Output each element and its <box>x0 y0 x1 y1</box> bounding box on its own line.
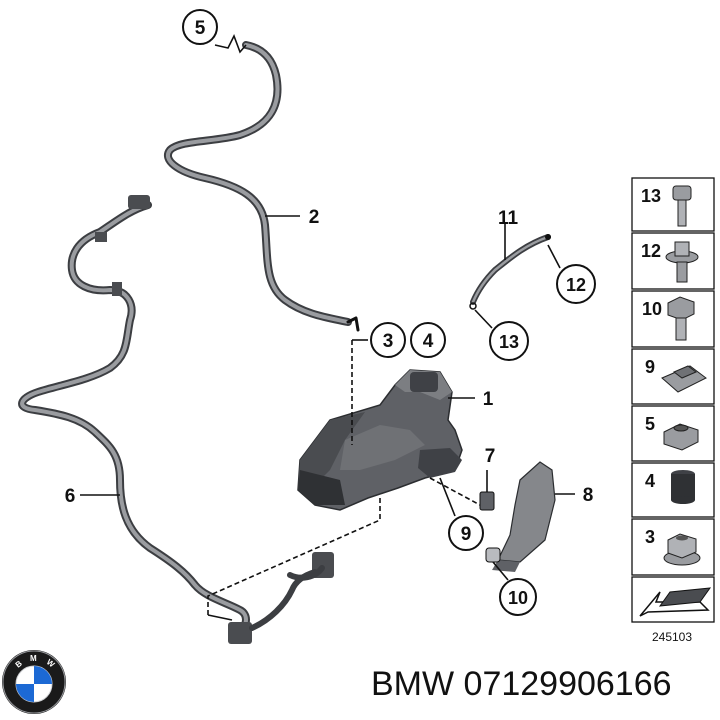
callout-4: 4 <box>410 322 446 358</box>
bolt-part-7 <box>479 491 495 511</box>
cap-icon <box>671 470 695 504</box>
callout-2-label: 2 <box>309 207 320 228</box>
parts-panel-row-4: 4 <box>631 462 715 518</box>
bolt-part-10 <box>485 547 501 563</box>
bmw-logo: B M W <box>2 650 66 714</box>
parts-panel-row-12: 12 <box>631 232 715 290</box>
parts-panel-row-3-label: 3 <box>645 527 655 547</box>
bmw-logo-letter-w: W <box>45 657 57 669</box>
callout-9: 9 <box>448 515 484 551</box>
parts-panel-row-12-label: 12 <box>641 241 661 261</box>
hose-part-2 <box>164 41 360 332</box>
callout-7-label: 7 <box>485 446 496 467</box>
parts-panel-row-5-label: 5 <box>645 414 655 434</box>
bmw-logo-letter-m: M <box>30 654 37 663</box>
callout-12-label: 12 <box>566 275 586 295</box>
parts-panel-row-3: 3 <box>631 518 715 576</box>
parts-panel-row-13: 13 <box>631 177 715 232</box>
main-unit-part-1 <box>297 369 463 511</box>
leader-lines <box>80 34 575 621</box>
clip-nut-icon <box>661 365 707 393</box>
callout-11-label: 11 <box>498 208 519 229</box>
hex-bolt-icon <box>667 296 695 341</box>
callout-6-label: 6 <box>65 486 76 507</box>
direction-arrow-icon <box>639 587 712 617</box>
callout-13: 13 <box>489 321 529 361</box>
part-number-text: BMW 07129906166 <box>371 665 672 703</box>
callout-1-label: 1 <box>483 389 494 410</box>
flange-nut-icon <box>663 533 701 566</box>
callout-10-label: 10 <box>508 588 528 608</box>
bracket-part-8 <box>492 461 556 572</box>
parts-panel-row-9: 9 <box>631 348 715 405</box>
parts-panel-row-10: 10 <box>631 290 715 348</box>
bmw-logo-letter-b: B <box>14 659 24 670</box>
parts-panel-row-4-label: 4 <box>645 471 655 491</box>
hex-nut-icon <box>663 423 699 451</box>
parts-panel: 13 12 10 9 <box>631 177 715 644</box>
flange-bolt-icon <box>665 241 699 283</box>
diagram-id: 245103 <box>652 630 692 644</box>
callout-3-label: 3 <box>383 331 394 352</box>
callout-12: 12 <box>556 264 596 304</box>
callout-9-label: 9 <box>461 524 472 545</box>
parts-panel-row-10-label: 10 <box>642 299 662 319</box>
hose-part-11 <box>469 234 551 310</box>
callout-4-label: 4 <box>423 331 434 352</box>
callout-5: 5 <box>182 9 218 45</box>
hose-part-6 <box>18 195 334 644</box>
callout-10: 10 <box>499 578 537 616</box>
parts-panel-arrow-row <box>631 576 715 623</box>
screw-icon <box>672 185 692 227</box>
callout-5-label: 5 <box>195 18 206 39</box>
callout-8-label: 8 <box>583 485 594 506</box>
parts-panel-row-5: 5 <box>631 405 715 462</box>
parts-panel-row-13-label: 13 <box>641 186 661 206</box>
callout-13-label: 13 <box>499 332 519 352</box>
parts-panel-row-9-label: 9 <box>645 357 655 377</box>
callout-3: 3 <box>370 322 406 358</box>
